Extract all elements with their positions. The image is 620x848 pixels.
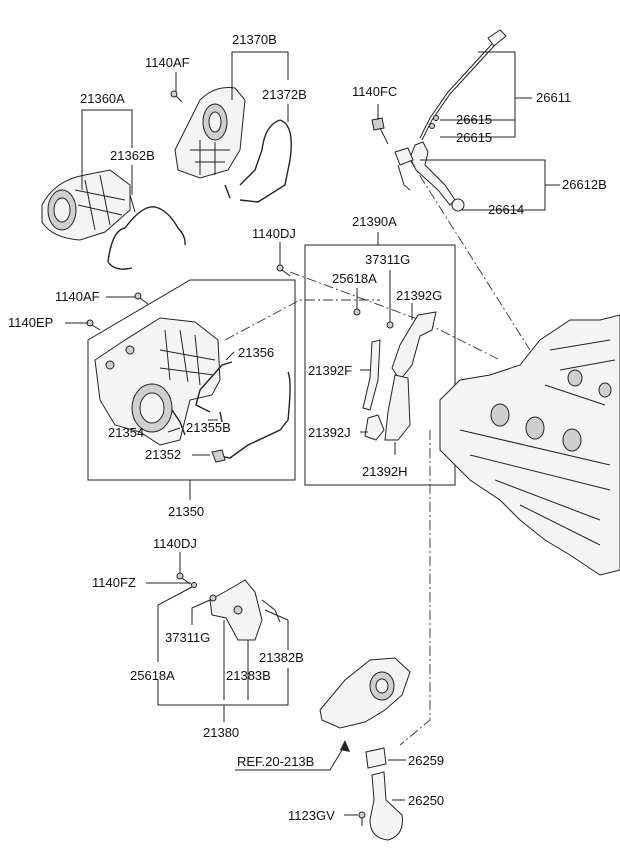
- label-26611: 26611: [536, 90, 571, 105]
- bolt-1140FZ: [191, 582, 197, 588]
- label-1140AF-mid: 1140AF: [55, 289, 100, 304]
- gasket-26259: [365, 747, 387, 769]
- label-21360A: 21360A: [80, 91, 125, 106]
- label-1140EP: 1140EP: [8, 315, 53, 330]
- label-21380: 21380: [203, 725, 239, 740]
- label-21392H: 21392H: [362, 464, 408, 479]
- label-21350: 21350: [168, 504, 204, 519]
- guide-21392F: [362, 339, 381, 411]
- washer-25618A-top: [353, 308, 361, 316]
- leader-lines: [65, 51, 560, 722]
- bolt-1140DJ-top: [276, 264, 291, 277]
- dash-lines: [224, 159, 531, 746]
- label-26250: 26250: [408, 793, 444, 808]
- label-21354: 21354: [108, 425, 144, 440]
- bolt-1140AF-mid: [134, 292, 149, 305]
- label-26612B: 26612B: [562, 177, 607, 192]
- gasket-21355B: [219, 411, 223, 423]
- label-1140FZ: 1140FZ: [92, 575, 136, 590]
- label-26615-a: 26615: [456, 112, 492, 127]
- label-1140AF-top: 1140AF: [145, 55, 190, 70]
- label-25618A-top: 25618A: [332, 271, 377, 286]
- label-21356: 21356: [238, 345, 274, 360]
- cover-assembly-box-21350: [87, 279, 296, 481]
- label-21372B: 21372B: [262, 87, 307, 102]
- label-25618A-bot: 25618A: [130, 668, 175, 683]
- label-ref-20-213B: REF.20-213B: [237, 754, 314, 769]
- dipstick-26611: [419, 29, 507, 141]
- guide-21392G: [391, 311, 437, 381]
- label-37311G-bot: 37311G: [165, 630, 210, 645]
- bolt-1140FC: [371, 117, 389, 145]
- label-26615-b: 26615: [456, 130, 492, 145]
- label-21352: 21352: [145, 447, 181, 462]
- leader-lines-pump: [344, 759, 406, 816]
- strainer-26250: [369, 771, 403, 841]
- oil-pump: [319, 657, 411, 729]
- bracket-21380: [209, 579, 281, 641]
- label-21392J: 21392J: [308, 425, 351, 440]
- label-1123GV: 1123GV: [288, 808, 335, 823]
- guide-tube-26612B: [394, 141, 465, 212]
- label-21382B: 21382B: [259, 650, 304, 665]
- seal-21354: [171, 409, 186, 436]
- guide-21392H: [384, 374, 411, 441]
- gasket-21362B: [107, 206, 186, 270]
- bolt-1140AF-top: [170, 90, 183, 103]
- label-21362B: 21362B: [110, 148, 155, 163]
- engine-block: [439, 314, 620, 576]
- label-26259: 26259: [408, 753, 444, 768]
- bolt-1140EP: [86, 319, 101, 331]
- guide-box-21390A: [304, 244, 456, 486]
- gasket-21356: [195, 361, 233, 413]
- label-26614: 26614: [488, 202, 524, 217]
- timing-cover-21360A: [41, 169, 136, 241]
- guide-21392J: [364, 414, 385, 441]
- label-1140DJ-bot: 1140DJ: [153, 536, 197, 551]
- label-21383B: 21383B: [226, 668, 271, 683]
- washer-25618A-bot: [209, 594, 217, 602]
- bolt-1140DJ-bot: [176, 572, 191, 585]
- washer-37311G-top: [386, 321, 394, 329]
- cover-21370B: [174, 87, 246, 179]
- label-1140DJ-top: 1140DJ: [252, 226, 296, 241]
- label-1140FC: 1140FC: [352, 84, 397, 99]
- gasket-21352: [211, 371, 291, 463]
- label-37311G-top: 37311G: [365, 252, 410, 267]
- label-21392G: 21392G: [396, 288, 442, 303]
- bolt-1123GV: [358, 811, 366, 826]
- label-21370B: 21370B: [232, 32, 277, 47]
- ref-arrow: [235, 740, 350, 771]
- label-21390A: 21390A: [352, 214, 397, 229]
- label-21392F: 21392F: [308, 363, 352, 378]
- part-labels: 21370B 1140AF 21372B 21360A 21362B 1140F…: [8, 32, 607, 823]
- label-21355B: 21355B: [186, 420, 231, 435]
- gasket-21372B: [224, 119, 292, 203]
- front-cover-21350: [94, 317, 221, 446]
